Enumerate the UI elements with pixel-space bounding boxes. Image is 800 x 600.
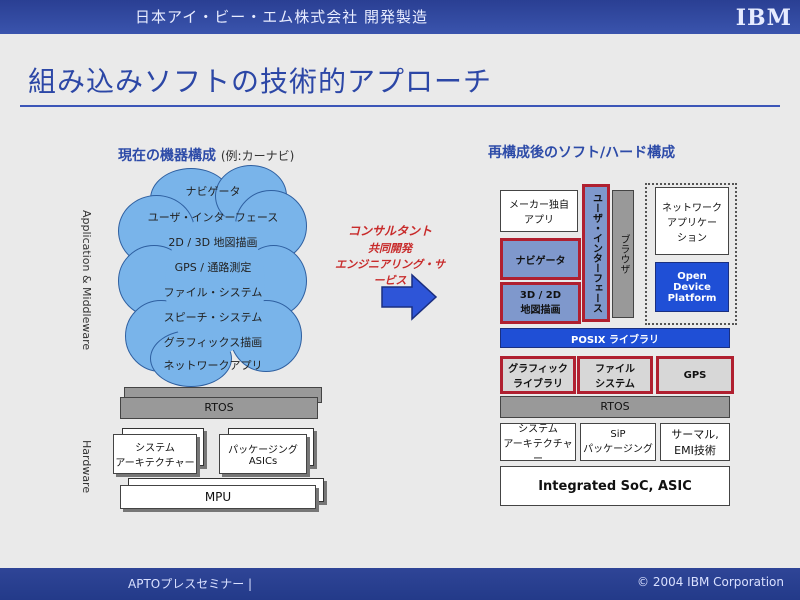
gps-box: GPS bbox=[656, 356, 734, 394]
sip-box: SiP パッケージング bbox=[580, 423, 656, 461]
company-name: 日本アイ・ビー・エム株式会社 開発製造 bbox=[135, 8, 429, 26]
browser-box: ブラウザ bbox=[612, 190, 634, 318]
left-mpu: MPU bbox=[120, 485, 316, 509]
footer-left: APTOプレスセミナー | bbox=[128, 577, 253, 591]
ui-box: ユーザ・インターフェース bbox=[582, 184, 610, 322]
cloud-item: GPS / 通路測定 bbox=[174, 261, 252, 274]
title-divider bbox=[20, 105, 780, 107]
right-system-arch: システム アーキテクチャー bbox=[500, 423, 576, 465]
vlabel-app: Application & Middleware bbox=[80, 210, 93, 351]
right-heading: 再構成後のソフト/ハード構成 bbox=[488, 145, 676, 161]
cloud-item: ナビゲータ bbox=[185, 185, 241, 198]
network-dotted-group bbox=[645, 183, 737, 325]
left-heading-sub: (例:カーナビ) bbox=[220, 149, 295, 163]
service-consultant: コンサルタント bbox=[347, 224, 432, 238]
footer-copyright: © 2004 IBM Corporation bbox=[637, 575, 784, 589]
right-arrow-icon bbox=[381, 273, 438, 321]
service-engineering: エンジニアリング・サービス bbox=[335, 258, 445, 287]
cloud-item: ユーザ・インターフェース bbox=[147, 211, 279, 224]
file-sys-box: ファイル システム bbox=[577, 356, 653, 394]
network-app-box: ネットワーク アプリケー ション bbox=[655, 187, 729, 255]
right-rtos-bar: RTOS bbox=[500, 396, 730, 418]
left-system-arch: システム アーキテクチャー bbox=[113, 434, 197, 474]
footer-bar: APTOプレスセミナー | © 2004 IBM Corporation bbox=[0, 568, 800, 600]
vlabel-hw: Hardware bbox=[80, 440, 93, 494]
right-rtos-label: RTOS bbox=[600, 400, 630, 413]
soc-box: Integrated SoC, ASIC bbox=[500, 466, 730, 506]
posix-box: POSIX ライブラリ bbox=[500, 328, 730, 348]
odp-box: Open Device Platform bbox=[655, 262, 729, 312]
left-packaging: パッケージング ASICs bbox=[219, 434, 307, 474]
map-box: 3D / 2D 地図描画 bbox=[500, 282, 581, 324]
cloud-item: ネットワークアプリ bbox=[163, 359, 263, 372]
gfx-lib-box: グラフィック ライブラリ bbox=[500, 356, 576, 394]
ibm-logo: IBM bbox=[735, 5, 792, 31]
left-heading-text: 現在の機器構成 bbox=[118, 148, 216, 164]
cloud-item: ファイル・システム bbox=[163, 286, 263, 299]
maker-app-box: メーカー独自 アプリ bbox=[500, 190, 578, 232]
left-rtos-label: RTOS bbox=[204, 401, 234, 414]
service-codev: 共同開発 bbox=[368, 242, 412, 255]
cloud-item: グラフィックス描画 bbox=[163, 336, 263, 349]
cloud-item: 2D / 3D 地図描画 bbox=[168, 236, 258, 249]
browser-label: ブラウザ bbox=[618, 234, 629, 274]
left-rtos-bar: RTOS bbox=[120, 397, 318, 419]
navigator-box: ナビゲータ bbox=[500, 238, 581, 280]
page-title: 組み込みソフトの技術的アプローチ bbox=[28, 65, 493, 98]
thermal-box: サーマル, EMI技術 bbox=[660, 423, 730, 461]
header-bar: 日本アイ・ビー・エム株式会社 開発製造 IBM bbox=[0, 0, 800, 34]
cloud-bubble bbox=[165, 215, 265, 355]
left-heading: 現在の機器構成 (例:カーナビ) bbox=[118, 145, 294, 165]
cloud-item: スピーチ・システム bbox=[163, 311, 263, 324]
